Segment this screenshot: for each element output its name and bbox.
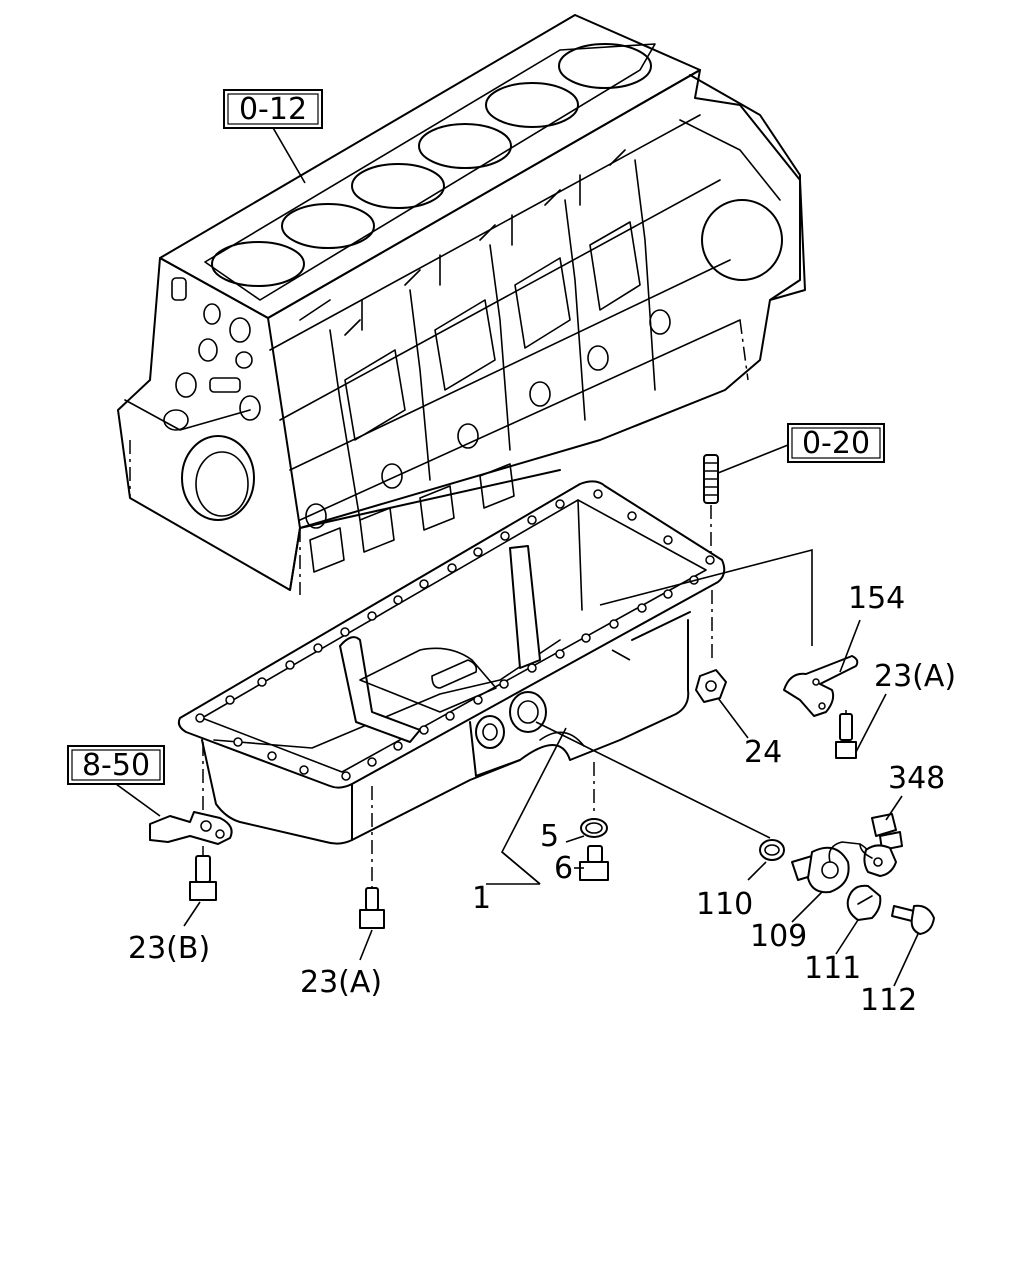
- stud-bolt: [703, 454, 719, 504]
- part-label-110: 110: [696, 887, 753, 922]
- o-ring-110: [759, 839, 785, 861]
- reference-label-8-50: 8-50: [82, 748, 150, 783]
- part-label-23b: 23(B): [128, 931, 210, 966]
- part-label-24: 24: [744, 735, 782, 770]
- flange-bolt-23a-right: [835, 713, 857, 759]
- reference-box-0-20[interactable]: 0-20: [787, 423, 885, 463]
- part-label-5: 5: [540, 819, 559, 854]
- cylinder-block: [117, 14, 806, 595]
- clip-111: [846, 884, 882, 921]
- flange-bolt-23b: [189, 855, 217, 901]
- part-label-111: 111: [804, 951, 861, 986]
- nut-24: [695, 669, 727, 703]
- reference-box-8-50[interactable]: 8-50: [67, 745, 165, 785]
- reference-box-0-12[interactable]: 0-12: [223, 89, 323, 129]
- part-label-23a-bottom: 23(A): [300, 965, 382, 1000]
- part-label-1: 1: [472, 881, 491, 916]
- reference-label-0-12: 0-12: [239, 92, 307, 127]
- bracket-8-50: [149, 811, 233, 845]
- oil-pan: [177, 480, 726, 845]
- part-label-6: 6: [554, 851, 573, 886]
- part-label-348: 348: [888, 761, 945, 796]
- oil-level-sensor-109: [791, 841, 873, 894]
- drain-plug-6: [579, 845, 609, 881]
- reference-label-0-20: 0-20: [802, 426, 870, 461]
- o-ring-5: [580, 818, 608, 838]
- part-label-154: 154: [848, 581, 905, 616]
- bolt-112: [891, 904, 935, 935]
- bracket-154: [783, 655, 859, 717]
- part-label-109: 109: [750, 919, 807, 954]
- part-label-23a-right: 23(A): [874, 659, 956, 694]
- flange-bolt-23a-bottom: [359, 887, 385, 929]
- part-label-112: 112: [860, 983, 917, 1018]
- connector-348: [859, 813, 903, 877]
